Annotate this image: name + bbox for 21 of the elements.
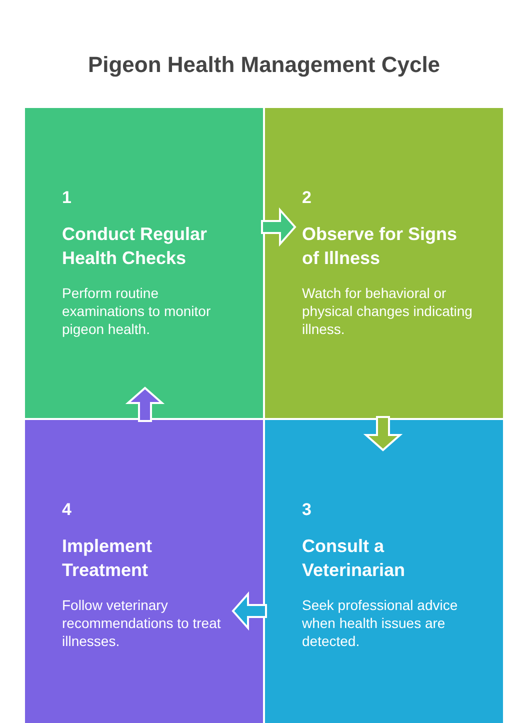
block-arrow [232,591,267,631]
step-heading: Implement Treatment [62,535,154,582]
step-panel [265,108,503,418]
step-number: 4 [62,500,72,520]
step-description: Follow veterinary recommendations to treat illnesses. [62,596,222,650]
step-description: Perform routine examinations to monitor pigeon health. [62,284,212,338]
step-heading: Consult a Veterinarian [302,535,406,582]
step-number: 2 [302,188,312,208]
step-panel [25,420,263,723]
step-description: Watch for behavioral or physical changes indicating illness. [302,284,473,338]
step-number: 1 [62,188,72,208]
block-arrow [125,386,165,422]
step-panel [25,108,263,418]
block-arrow [363,416,403,452]
block-arrow [261,207,296,247]
step-heading: Conduct Regular Health Checks [62,223,208,270]
step-panel [265,420,503,723]
step-description: Seek professional advice when health issues are detected. [302,596,459,650]
diagram-title: Pigeon Health Management Cycle [86,52,442,78]
step-heading: Observe for Signs of Illness [302,223,458,270]
step-number: 3 [302,500,312,520]
